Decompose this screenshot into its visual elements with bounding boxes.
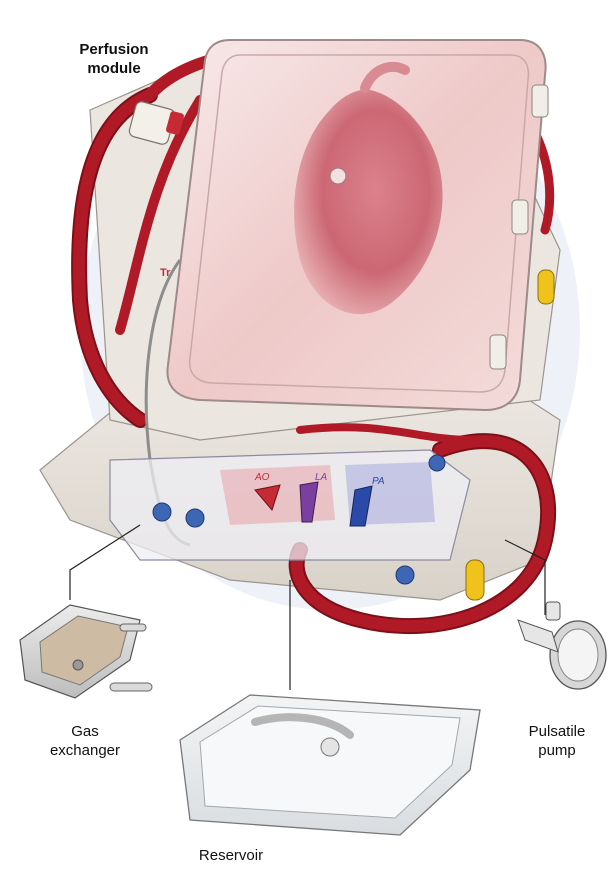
label-pump-line2: pump <box>512 741 602 760</box>
label-reservoir: Reservoir <box>176 846 286 865</box>
port-label-ao: AO <box>254 472 270 483</box>
connector-2 <box>186 509 204 527</box>
latch-mid-right <box>512 200 528 234</box>
latch-low-right <box>490 335 506 369</box>
label-gas-line1: Gas <box>30 722 140 741</box>
lid-port <box>330 168 346 184</box>
clamp-upper <box>538 270 554 304</box>
port-label-la: LA <box>315 472 328 483</box>
gas-exchanger <box>20 605 152 698</box>
label-perfusion-line2: module <box>64 59 164 78</box>
connector-4 <box>429 455 445 471</box>
pulsatile-pump <box>518 602 606 689</box>
brand-mark: Tr <box>160 267 171 279</box>
label-pump-line1: Pulsatile <box>512 722 602 741</box>
label-perfusion-module: Perfusion module <box>64 40 164 78</box>
connector-1 <box>153 503 171 521</box>
label-perfusion-line1: Perfusion <box>64 40 164 59</box>
label-gas-exchanger: Gas exchanger <box>30 722 140 760</box>
label-gas-line2: exchanger <box>30 741 140 760</box>
clamp-lower <box>466 560 484 600</box>
reservoir-tray <box>180 695 480 835</box>
port-label-pa: PA <box>372 476 385 487</box>
latch-top-right <box>532 85 548 117</box>
connector-3 <box>396 566 414 584</box>
label-pulsatile-pump: Pulsatile pump <box>512 722 602 760</box>
